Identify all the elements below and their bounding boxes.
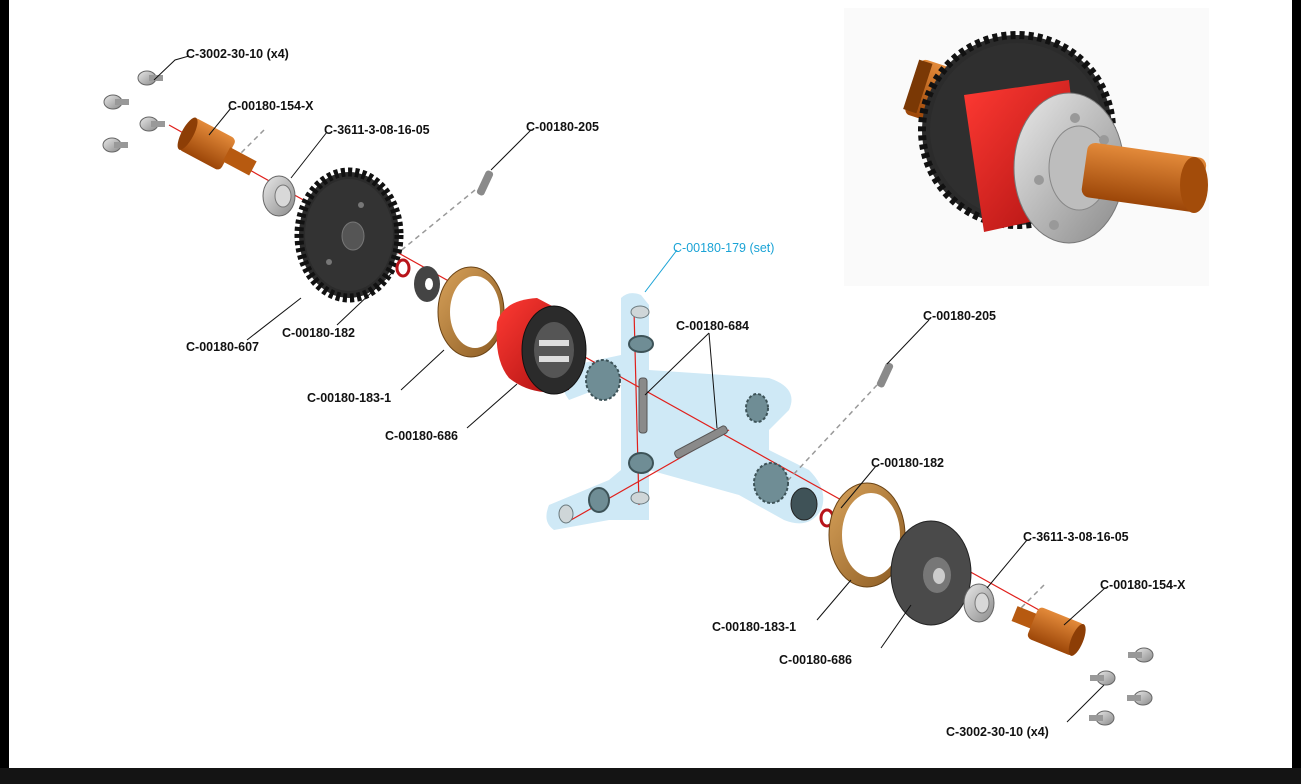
label-cross-pin: C-00180-684	[676, 319, 749, 333]
outdrive-icon	[177, 117, 257, 176]
diff-case-icon	[496, 298, 587, 395]
label-spur-gear: C-00180-607	[186, 340, 259, 354]
gasket-icon	[437, 266, 505, 358]
diagram-canvas: C-3002-30-10 (x4) C-00180-154-X C-3611-3…	[9, 0, 1292, 768]
leader-lines	[153, 55, 1106, 723]
label-outdrive-bottom: C-00180-154-X	[1100, 578, 1186, 592]
label-pin-top: C-00180-205	[526, 120, 599, 134]
spur-gear-icon	[294, 167, 404, 303]
label-gasket-top: C-00180-183-1	[307, 391, 391, 405]
label-screws-top: C-3002-30-10 (x4)	[186, 47, 289, 61]
bearing-icon	[963, 583, 995, 623]
assembled-render	[844, 8, 1209, 286]
label-oring-bottom: C-00180-182	[871, 456, 944, 470]
washer-icon	[558, 305, 818, 524]
bearing-icon	[262, 175, 296, 217]
label-pin-bottom: C-00180-205	[923, 309, 996, 323]
washer-icon	[414, 266, 440, 302]
label-bearing-bottom: C-3611-3-08-16-05	[1023, 530, 1129, 544]
pin-icon	[476, 170, 494, 196]
gasket-icon	[828, 482, 906, 588]
label-gasket-bottom: C-00180-183-1	[712, 620, 796, 634]
o-ring-icon	[395, 258, 411, 278]
label-outdrive-top: C-00180-154-X	[228, 99, 314, 113]
bottom-bar	[0, 768, 1301, 784]
label-bearing-top: C-3611-3-08-16-05	[324, 123, 430, 137]
label-oring-top: C-00180-182	[282, 326, 355, 340]
screw-icon	[1089, 647, 1154, 726]
label-case-bottom: C-00180-686	[779, 653, 852, 667]
label-gear-set: C-00180-179 (set)	[673, 241, 774, 255]
bevel-gear-icon	[585, 335, 789, 513]
exploded-diagram: C-3002-30-10 (x4) C-00180-154-X C-3611-3…	[102, 8, 1209, 739]
pin-icon	[638, 377, 728, 459]
label-case-top: C-00180-686	[385, 429, 458, 443]
part-labels: C-3002-30-10 (x4) C-00180-154-X C-3611-3…	[186, 47, 1186, 739]
screw-icon	[102, 70, 165, 153]
outdrive-icon	[1011, 606, 1086, 656]
pin-icon	[876, 362, 894, 388]
case-cap-icon	[890, 520, 972, 626]
label-screws-bottom: C-3002-30-10 (x4)	[946, 725, 1049, 739]
